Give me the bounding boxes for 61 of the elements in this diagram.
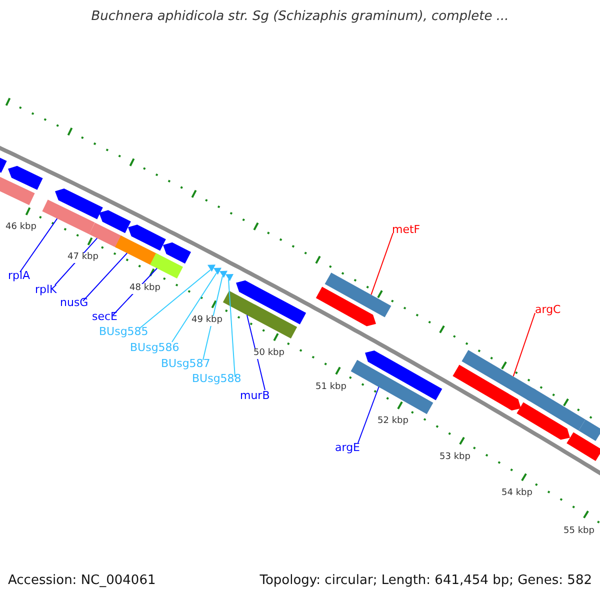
gene-feature <box>462 350 536 402</box>
gene-label: BUsg587 <box>161 358 210 370</box>
gene-feature <box>163 242 191 264</box>
gene-label: BUsg588 <box>192 373 242 386</box>
gene-feature <box>0 176 35 206</box>
leader-line <box>20 218 58 272</box>
scale-label: 54 kbp <box>502 489 532 500</box>
leader-line <box>172 272 217 342</box>
gene-label: BUsg585 <box>99 326 148 338</box>
gene-label: rplA <box>8 270 30 282</box>
gene-feature <box>516 402 570 440</box>
gene-feature <box>220 270 228 278</box>
gene-feature <box>128 224 166 251</box>
leader-line <box>140 269 211 328</box>
scale-label: 48 kbp <box>130 284 160 294</box>
gene-label: murB <box>240 390 270 402</box>
scale-label: 53 kbp <box>440 452 470 463</box>
leader-line <box>370 232 394 296</box>
gene-feature <box>208 264 216 272</box>
gene-label: nusG <box>60 297 88 310</box>
leader-line <box>512 312 536 377</box>
gene-feature <box>324 272 392 318</box>
gene-feature <box>316 286 376 326</box>
gene-feature <box>526 388 586 431</box>
gene-label: argC <box>535 304 561 316</box>
scale-label: 49 kbp <box>192 316 222 326</box>
gene-feature <box>214 268 222 275</box>
scale-label: 52 kbp <box>378 417 408 428</box>
gene-label: BUsg586 <box>130 342 180 354</box>
gene-feature <box>150 253 183 278</box>
gene-feature <box>578 420 600 441</box>
gene-feature <box>566 432 600 461</box>
diagram-title: Buchnera aphidicola str. Sg (Schizaphis graminum), complete ... <box>91 10 509 24</box>
gene-label: rplK <box>35 284 57 296</box>
gene-feature <box>55 188 103 220</box>
gene-feature <box>236 280 306 324</box>
gene-label: metF <box>392 224 420 236</box>
leader-line <box>202 276 223 360</box>
gene-feature <box>99 210 131 234</box>
accession-note: Accession: NC_004061 <box>8 574 156 588</box>
gene-feature <box>226 274 234 282</box>
gene-label: secE <box>92 311 118 324</box>
leader-line <box>228 278 236 378</box>
scale-label: 51 kbp <box>316 382 346 393</box>
scale-label: 50 kbp <box>254 349 284 359</box>
gene-feature <box>365 350 442 400</box>
gene-feature <box>350 360 434 414</box>
gene-feature <box>222 290 298 338</box>
gene-label: argE <box>335 442 360 454</box>
scale-label: 46 kbp <box>6 223 36 234</box>
gene-feature <box>452 364 521 410</box>
gene-feature <box>115 236 159 266</box>
gene-feature <box>8 166 43 190</box>
scale-label: 55 kbp <box>564 526 594 536</box>
gene-feature <box>42 200 95 234</box>
genome-summary: Topology: circular; Length: 641,454 bp; Genes: 582 <box>260 574 592 588</box>
leader-line <box>82 252 128 302</box>
gene-feature <box>89 222 123 248</box>
leader-line <box>358 386 380 444</box>
leader-line <box>246 314 266 390</box>
scale-label: 47 kbp <box>68 253 98 264</box>
